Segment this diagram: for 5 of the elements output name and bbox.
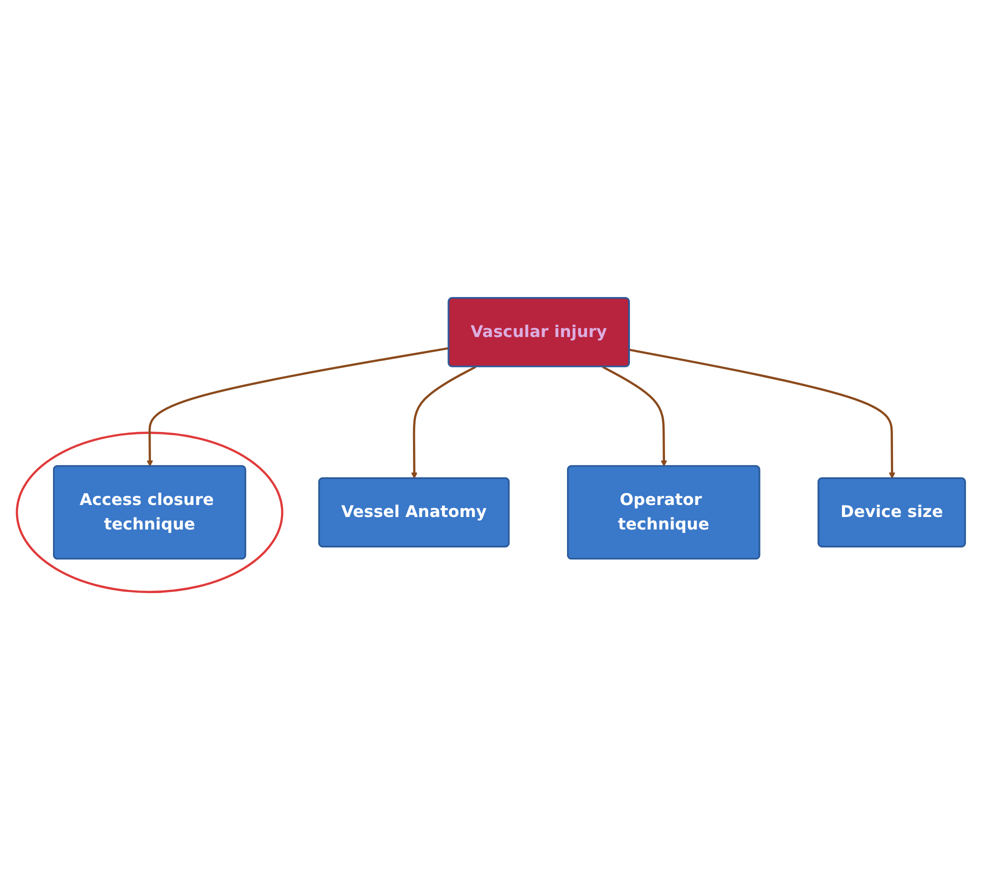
cluster xyxy=(16,431,284,593)
arrow xyxy=(146,346,450,466)
arrow xyxy=(602,365,668,466)
arrow xyxy=(629,348,896,478)
arrow xyxy=(411,365,476,478)
